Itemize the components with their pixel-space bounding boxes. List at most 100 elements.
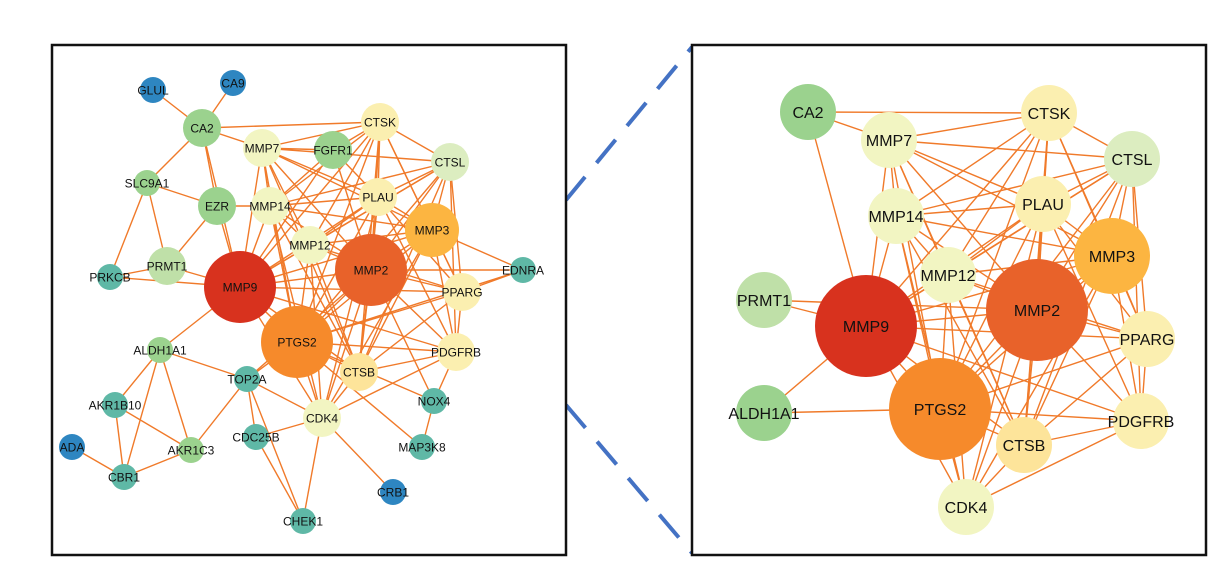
left-edge [321,351,457,419]
left-node-circle [340,353,378,391]
left-node-label: EZR [205,199,229,213]
left-node-label: CTSL [435,155,466,169]
left-edge [309,244,360,373]
left-node-label: CA9 [221,76,245,90]
right-node-circle [780,84,836,140]
left-node: CHEK1 [283,508,323,534]
left-node: CTSB [340,353,378,391]
left-node-label: CDK4 [306,411,338,425]
right-node: PLAU [1015,176,1071,232]
left-edge [269,161,451,207]
left-node: CA2 [183,109,221,147]
left-node-circle [148,247,186,285]
right-node-label: MMP14 [868,209,923,226]
right-node-circle [1119,311,1175,367]
right-node-label: PDGFRB [1108,414,1175,431]
left-panel-frame [50,43,568,557]
right-node-circle [815,275,917,377]
right-node-circle [861,112,917,168]
left-edge [296,121,381,343]
right-node-label: CTSB [1003,438,1046,455]
right-node-label: MMP2 [1014,303,1060,320]
left-edge [109,182,148,278]
left-node-circle [437,333,475,371]
left-edge [246,378,304,522]
left-node-circle [359,178,397,216]
right-node: MMP14 [868,188,924,244]
left-node-circle [409,434,435,460]
right-node: MMP3 [1074,218,1150,294]
right-edge [1131,158,1142,422]
right-edge [1042,203,1142,422]
right-node-label: CTSK [1028,106,1071,123]
right-edge [895,158,1133,217]
left-node-label: NOX4 [418,394,451,408]
left-node-circle [421,388,447,414]
right-node-label: MMP12 [920,268,975,285]
left-node: MMP12 [289,226,331,264]
left-node: MMP9 [204,251,276,323]
right-edge [888,139,1133,160]
left-node: CDC25B [232,424,280,450]
left-node-label: PDGFRB [431,345,481,359]
left-node-circle [111,464,137,490]
left-node-label: MMP2 [354,263,389,277]
right-node-circle [996,417,1052,473]
left-node-label: TOP2A [227,372,266,386]
right-node-circle [1104,131,1160,187]
left-edge [255,436,304,522]
left-node-circle [134,170,160,196]
left-node-label: CTSB [343,365,375,379]
left-node: MAP3K8 [398,434,446,460]
left-edge [261,121,381,149]
right-node-circle [868,188,924,244]
right-node-circle [1113,393,1169,449]
right-node: MMP9 [815,275,917,377]
left-node: CA9 [220,70,246,96]
left-edge [261,147,379,198]
left-node: TOP2A [227,366,267,392]
left-node-label: PRMT1 [147,259,188,273]
right-node-label: CA2 [792,105,823,122]
left-node-label: CA2 [190,121,214,135]
right-edge [965,255,1113,508]
left-node-label: GLUL [137,83,169,97]
left-node-label: MMP14 [249,199,291,213]
left-node: FGFR1 [313,131,353,169]
right-node-circle [736,272,792,328]
left-node: CRB1 [377,479,409,505]
left-node: EDNRA [502,257,544,283]
right-node-label: PLAU [1022,197,1064,214]
right-node-circle [1021,85,1077,141]
left-edge [201,121,381,129]
left-node-circle [243,129,281,167]
right-node-label: PPARG [1120,332,1175,349]
left-edge [377,196,457,353]
left-edge [159,349,192,451]
right-edge [939,112,1050,410]
left-node-circle [178,437,204,463]
right-edge [807,111,1050,114]
right-node-circle [736,385,792,441]
left-node-label: CHEK1 [283,514,323,528]
left-node-circle [183,109,221,147]
left-node-label: AKR1C3 [168,443,215,457]
left-node: EZR [198,187,236,225]
left-node-label: MMP7 [245,141,280,155]
left-node-circle [290,508,316,534]
left-edge [261,147,451,163]
right-node: MMP7 [861,112,917,168]
right-node-label: PTGS2 [914,402,967,419]
left-node-label: MAP3K8 [398,440,446,454]
right-node-circle [889,358,991,460]
left-node-label: ADA [60,440,85,454]
right-node-label: PRMT1 [737,293,791,310]
left-node-label: CRB1 [377,485,409,499]
left-node-label: MMP12 [289,238,331,252]
left-node-label: SLC9A1 [125,176,170,190]
left-node-label: CDC25B [232,430,279,444]
right-node-circle [938,479,994,535]
right-node-circle [920,247,976,303]
